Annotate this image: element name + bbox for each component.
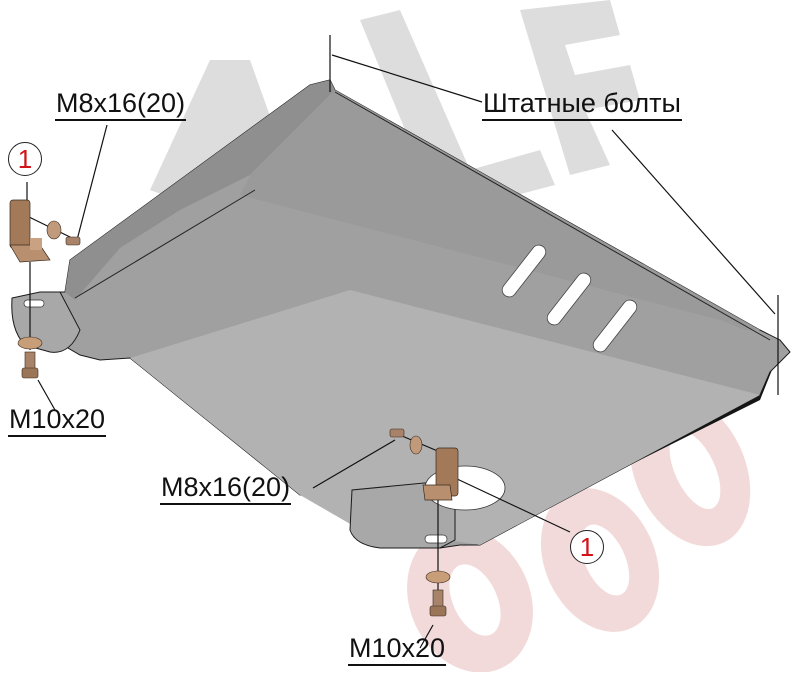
bolt-icon	[24, 351, 36, 371]
washer-icon	[409, 435, 423, 455]
callout-part-1-right: 1	[570, 530, 604, 564]
callout-part-1-left: 1	[8, 142, 42, 176]
label-stock-bolts: Штатные болты	[482, 88, 682, 121]
skid-plate	[11, 79, 791, 549]
label-bolt-m10-bottom: M10x20	[348, 633, 447, 666]
bolt-icon	[389, 428, 405, 438]
bolt-icon	[65, 236, 81, 246]
hardware	[9, 199, 459, 617]
washer-icon	[425, 570, 451, 584]
label-bolt-m10-left: M10x20	[8, 404, 107, 437]
vent-slots	[501, 244, 638, 353]
label-bolt-m8-center: M8x16(20)	[160, 472, 292, 505]
bolt-icon	[432, 589, 444, 609]
label-bolt-m8-top-left: M8x16(20)	[55, 88, 187, 121]
washer-icon	[46, 220, 62, 240]
bracket-center	[422, 447, 459, 501]
washer-icon	[17, 336, 43, 350]
bracket-left	[9, 199, 51, 263]
